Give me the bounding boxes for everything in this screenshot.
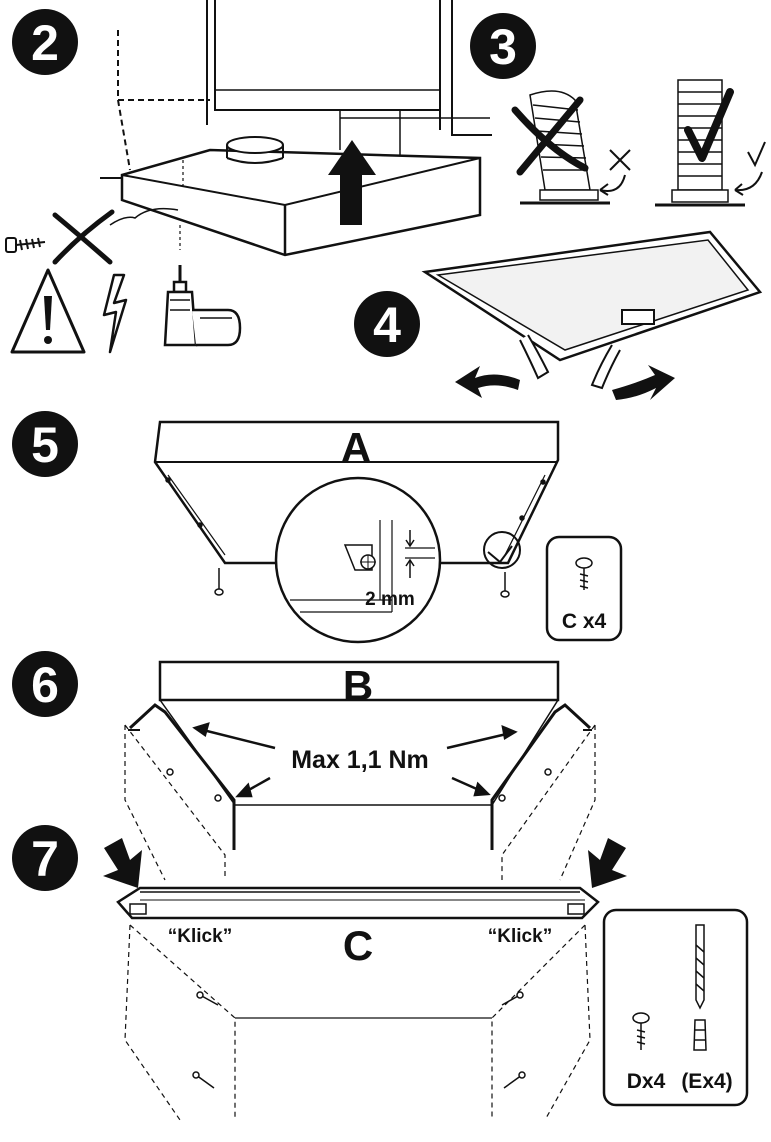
down-right-arrow-icon [103, 838, 142, 888]
parts-box-c [545, 535, 623, 642]
step-6-number: 6 [31, 657, 59, 713]
cabinet-hood-illustration [100, 0, 492, 257]
panel-b-label: B [343, 662, 373, 709]
drill-icon [163, 265, 242, 347]
panel-c-label: C [343, 922, 373, 969]
magnified-detail [274, 476, 442, 644]
step-7: 7 C “Klick” “Klick” [12, 825, 749, 1121]
step-3-badge [470, 13, 536, 79]
up-arrow-icon [328, 140, 376, 225]
down-left-arrow-icon [588, 838, 627, 888]
canopy-c-illustration [116, 886, 600, 1121]
step-4: 4 [354, 230, 763, 400]
step-3: 3 [470, 13, 766, 207]
canopy-b-illustration [124, 660, 596, 881]
torque-arrows [192, 722, 518, 798]
step-2: 2 [5, 0, 492, 354]
step-5-badge [12, 411, 78, 477]
step-5-number: 5 [31, 417, 59, 473]
wall-plug-e-icon [693, 1019, 707, 1051]
grease-filter-illustration [421, 230, 763, 390]
parts-c-quantity: C x4 [562, 610, 607, 633]
curved-arrow-right-icon [612, 365, 675, 400]
screw-icon [166, 768, 552, 802]
klick-left-label: “Klick” [168, 926, 232, 947]
torque-label: Max 1,1 Nm [291, 746, 429, 774]
step-3-number: 3 [489, 19, 517, 75]
curved-arrow-left-icon [455, 366, 520, 398]
step-7-badge [12, 825, 78, 891]
step-6-badge [12, 651, 78, 717]
screw-d-icon [632, 1012, 650, 1050]
step-6: 6 B Max 1,1 Nm [12, 651, 596, 881]
parts-box-de [602, 908, 749, 1107]
step-2-badge [12, 9, 78, 75]
step-5: 5 A [12, 411, 623, 644]
wall-screw-icons [192, 991, 526, 1089]
drill-bit-icon [695, 924, 705, 1010]
screw-icon [214, 568, 510, 598]
step-7-number: 7 [31, 831, 59, 887]
step-4-badge [354, 291, 420, 357]
warning-icon [10, 268, 86, 354]
correct-duct-illustration [655, 79, 766, 207]
screw-c-icon [575, 557, 593, 590]
checkmark-icon [684, 88, 734, 162]
electricity-icon [102, 273, 128, 354]
panel-a-label: A [341, 424, 371, 471]
parts-e-quantity: (Ex4) [681, 1070, 732, 1093]
step-2-number: 2 [31, 15, 59, 71]
gap-label: 2 mm [365, 589, 415, 610]
no-screw-icon [5, 207, 179, 265]
detail-marker [483, 531, 521, 569]
incorrect-duct-illustration [511, 90, 631, 205]
parts-d-quantity: Dx4 [627, 1070, 666, 1093]
klick-right-label: “Klick” [488, 926, 552, 947]
step-4-number: 4 [373, 297, 401, 353]
